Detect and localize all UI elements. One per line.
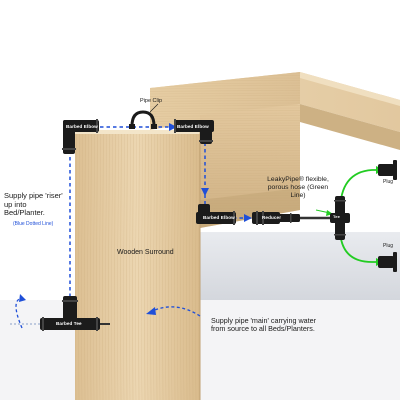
label-barbed-tee: Barbed Tee (56, 321, 82, 326)
front-board-grain (75, 130, 200, 400)
surround-far-edge (300, 72, 400, 106)
pipe-clip-pointer (149, 103, 159, 113)
barbed-elbow-top-right (174, 119, 214, 144)
label-riser: Supply pipe 'riser' up into Bed/Planter. (4, 191, 63, 218)
tee-right (330, 196, 350, 240)
reducer-fitting (252, 211, 300, 225)
surround-side-grain (200, 104, 300, 228)
label-pipe-clip: Pipe Clip (140, 98, 163, 104)
label-main-supply: Supply pipe 'main' carrying water from s… (211, 316, 317, 334)
barbed-tee-bottom (40, 296, 100, 331)
front-board-top-edge (75, 130, 200, 134)
label-barbed-elbow-top-left: Barbed Elbow (66, 124, 98, 129)
surround-long-grain (150, 72, 300, 130)
label-reducer: Reducer (262, 215, 282, 220)
barbed-elbow-mid (196, 204, 236, 225)
pipe-clip (129, 110, 157, 129)
riser-curve-bottom (15, 297, 23, 329)
riser-arrow-down (201, 188, 209, 196)
main-pipe-arrow (146, 307, 156, 315)
riser-arrow-bottom (19, 294, 26, 302)
leakypipe-upper (339, 169, 382, 213)
plug-top (378, 160, 397, 180)
surround-inner-wall (300, 104, 400, 150)
label-barbed-elbow-mid: Barbed Elbow (203, 215, 235, 220)
ground-surface-right (190, 232, 400, 300)
plug-bottom (378, 252, 397, 272)
riser-arrow-right (169, 123, 177, 131)
label-wooden-surround: Wooden Surround (117, 249, 174, 256)
label-barbed-elbow-top-right: Barbed Elbow (177, 124, 209, 129)
label-plug-top: Plug (383, 179, 394, 185)
riser-arrow-to-reducer (244, 214, 252, 222)
barbed-elbow-top-left (62, 119, 99, 154)
label-plug-bottom: Plug (383, 243, 394, 249)
label-leakypipe: LeakyPipe® flexible, porous hose (Green … (267, 176, 329, 199)
label-riser-sub: (Blue Dotted Line) (13, 221, 54, 227)
label-tee: Tee (333, 214, 340, 219)
